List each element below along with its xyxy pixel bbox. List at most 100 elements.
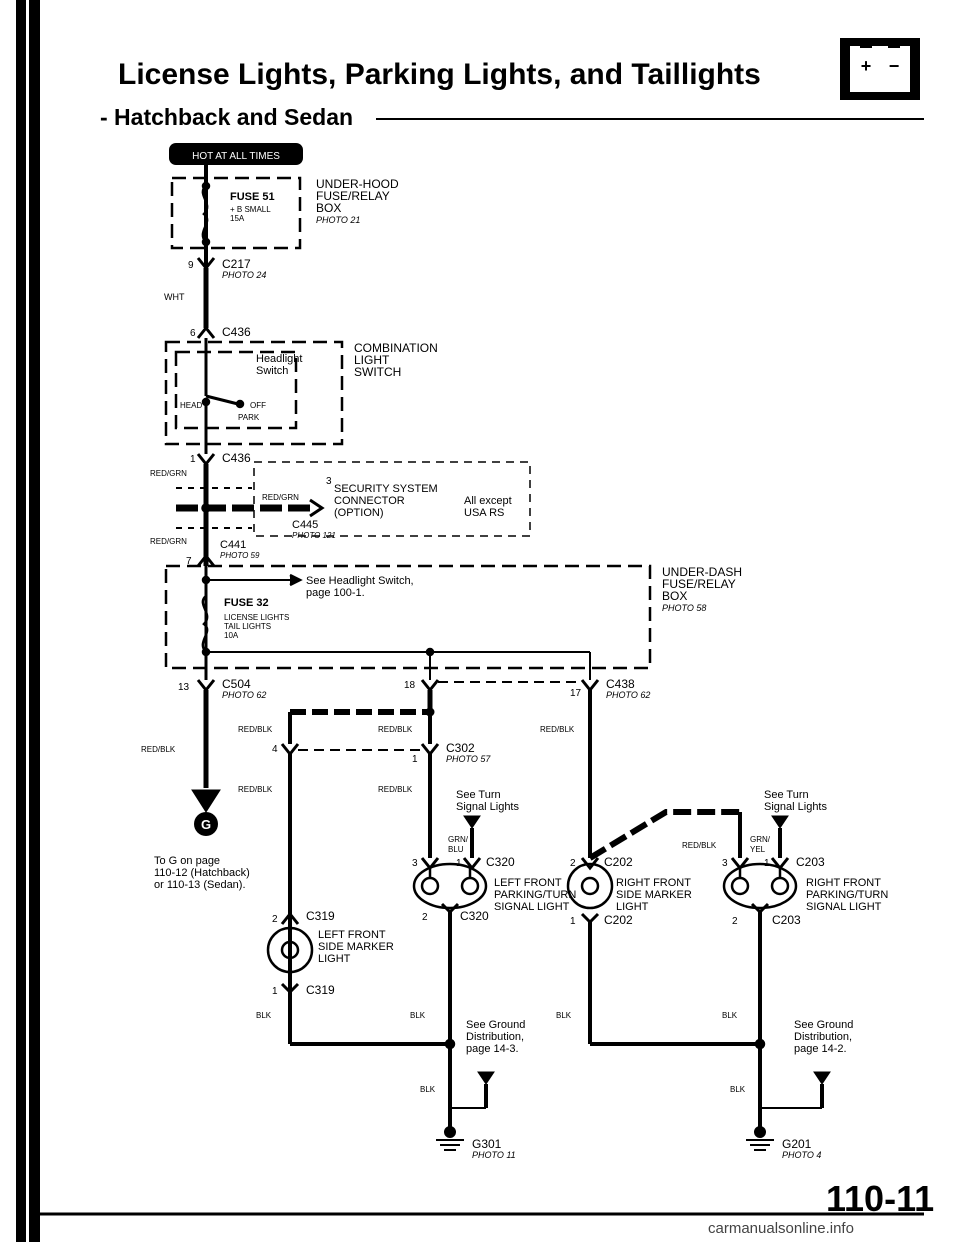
c438-18-connector [420, 679, 440, 693]
photo57-label: PHOTO 57 [446, 754, 491, 764]
blk-label-5: BLK [722, 1011, 738, 1020]
see-turn-left-2: Signal Lights [456, 801, 519, 813]
pin9-label: 9 [188, 260, 194, 271]
blk-label-3: BLK [420, 1085, 436, 1094]
wire-red-blk-middle [280, 690, 440, 1000]
red-blk-mid-label-4: RED/BLK [378, 785, 413, 794]
under-dash-label-1: UNDER-DASH [662, 565, 742, 579]
c441-label: C441 [220, 539, 246, 551]
red-blk-left-label: RED/BLK [141, 745, 176, 754]
c320-bottom-label: C320 [460, 909, 489, 923]
lf-park-label-2: PARKING/TURN [494, 889, 576, 901]
grn-blu-label-1: GRN/ [448, 835, 469, 844]
to-g-label-3: or 110-13 (Sedan). [154, 879, 246, 891]
c319-top-label: C319 [306, 909, 335, 923]
rf-side-label-3: LIGHT [616, 901, 649, 913]
fuse51-desc-1: + B SMALL [230, 205, 271, 214]
grn-yel-label-1: GRN/ [750, 835, 771, 844]
lf-park-label-1: LEFT FRONT [494, 877, 562, 889]
svg-text:+: + [861, 56, 872, 76]
pin1-c202-label: 1 [570, 916, 576, 927]
svg-text:−: − [889, 56, 900, 76]
pin18-label: 18 [404, 680, 416, 691]
rf-park-label-2: PARKING/TURN [806, 889, 888, 901]
left-front-parking-turn-light [412, 857, 488, 1064]
pin3-security-label: 3 [326, 476, 332, 487]
see-ground2-label-1: See Ground [794, 1019, 853, 1031]
security-label-3: (OPTION) [334, 507, 384, 519]
photo58-label: PHOTO 58 [662, 603, 706, 613]
c504-connector [196, 679, 216, 693]
see-turn-right-2: Signal Lights [764, 801, 827, 813]
c202-bottom-label: C202 [604, 913, 633, 927]
photo4-label: PHOTO 4 [782, 1150, 821, 1160]
red-blk-mid-label-2: RED/BLK [378, 725, 413, 734]
g201-label: G201 [782, 1137, 812, 1151]
to-g-label-2: 110-12 (Hatchback) [154, 867, 250, 879]
fuse32-desc-1: LICENSE LIGHTS [224, 613, 289, 622]
turn-signal-left-wire [463, 815, 481, 858]
wire-red-blk-right [588, 690, 742, 861]
rf-park-label-3: SIGNAL LIGHT [806, 901, 882, 913]
pin3-c203-label: 3 [722, 858, 728, 869]
under-hood-fuse-box [170, 165, 302, 268]
c438-label: C438 [606, 677, 635, 691]
c436-top-label: C436 [222, 325, 251, 339]
off-position-label: OFF [250, 401, 266, 410]
see-ground2-label-3: page 14-2. [794, 1043, 847, 1055]
pin2-c320-label: 2 [422, 912, 428, 923]
c436-top-connector [196, 325, 216, 339]
pin2-c319-label: 2 [272, 914, 278, 925]
pin2-c203-label: 2 [732, 916, 738, 927]
under-dash-label-2: FUSE/RELAY [662, 577, 736, 591]
red-grn-label-2: RED/GRN [262, 493, 299, 502]
c203-top-label: C203 [796, 855, 825, 869]
page-title: License Lights, Parking Lights, and Tail… [118, 58, 761, 91]
combination-light-switch [164, 338, 344, 454]
c302-label: C302 [446, 741, 475, 755]
binding-edge [0, 0, 40, 1242]
headlight-switch-label-2: Switch [256, 365, 288, 377]
fuse51-label: FUSE 51 [230, 191, 275, 203]
combination-label-3: SWITCH [354, 365, 401, 379]
left-front-side-marker-light [266, 911, 456, 1050]
under-hood-label-1: UNDER-HOOD [316, 177, 399, 191]
security-connector-region [176, 461, 531, 566]
watermark: carmanualsonline.info [708, 1220, 854, 1237]
pin2-c202-label: 2 [570, 858, 576, 869]
page-number: 110-11 [826, 1178, 935, 1219]
see-headlight-label-1: See Headlight Switch, [306, 575, 414, 587]
pin4-label: 4 [272, 744, 278, 755]
g301-label: G301 [472, 1137, 502, 1151]
grn-blu-label-2: BLU [448, 845, 464, 854]
lf-side-label-2: SIDE MARKER [318, 941, 394, 953]
security-label-1: SECURITY SYSTEM [334, 483, 438, 495]
c438-17-connector [580, 679, 600, 693]
c202-top-label: C202 [604, 855, 633, 869]
all-except-label-1: All except [464, 495, 512, 507]
rf-side-label-1: RIGHT FRONT [616, 877, 691, 889]
photo121-label: PHOTO 121 [292, 531, 336, 540]
blk-label-6: BLK [730, 1085, 746, 1094]
turn-signal-right-wire [771, 815, 789, 858]
photo21-label: PHOTO 21 [316, 215, 360, 225]
g-page-badge: G [201, 817, 211, 832]
pin7-label: 7 [186, 556, 192, 567]
under-hood-label-3: BOX [316, 201, 341, 215]
c203-bottom-label: C203 [772, 913, 801, 927]
see-turn-right-1: See Turn [764, 789, 809, 801]
red-grn-label-3: RED/GRN [150, 537, 187, 546]
blk-label-1: BLK [256, 1011, 272, 1020]
c441-connector [196, 553, 216, 567]
photo24-label: PHOTO 24 [222, 270, 266, 280]
hot-at-all-times-badge: HOT AT ALL TIMES [169, 143, 303, 165]
see-ground1-label-3: page 14-3. [466, 1043, 519, 1055]
under-dash-fuse-box [164, 564, 652, 680]
fuse51-desc-2: 15A [230, 214, 245, 223]
page-subtitle: - Hatchback and Sedan [100, 104, 354, 130]
fuse32-desc-2: TAIL LIGHTS [224, 622, 271, 631]
pin1-c319-label: 1 [272, 986, 278, 997]
see-turn-left-1: See Turn [456, 789, 501, 801]
blk-label-2: BLK [410, 1011, 426, 1020]
see-ground1-label-1: See Ground [466, 1019, 525, 1031]
